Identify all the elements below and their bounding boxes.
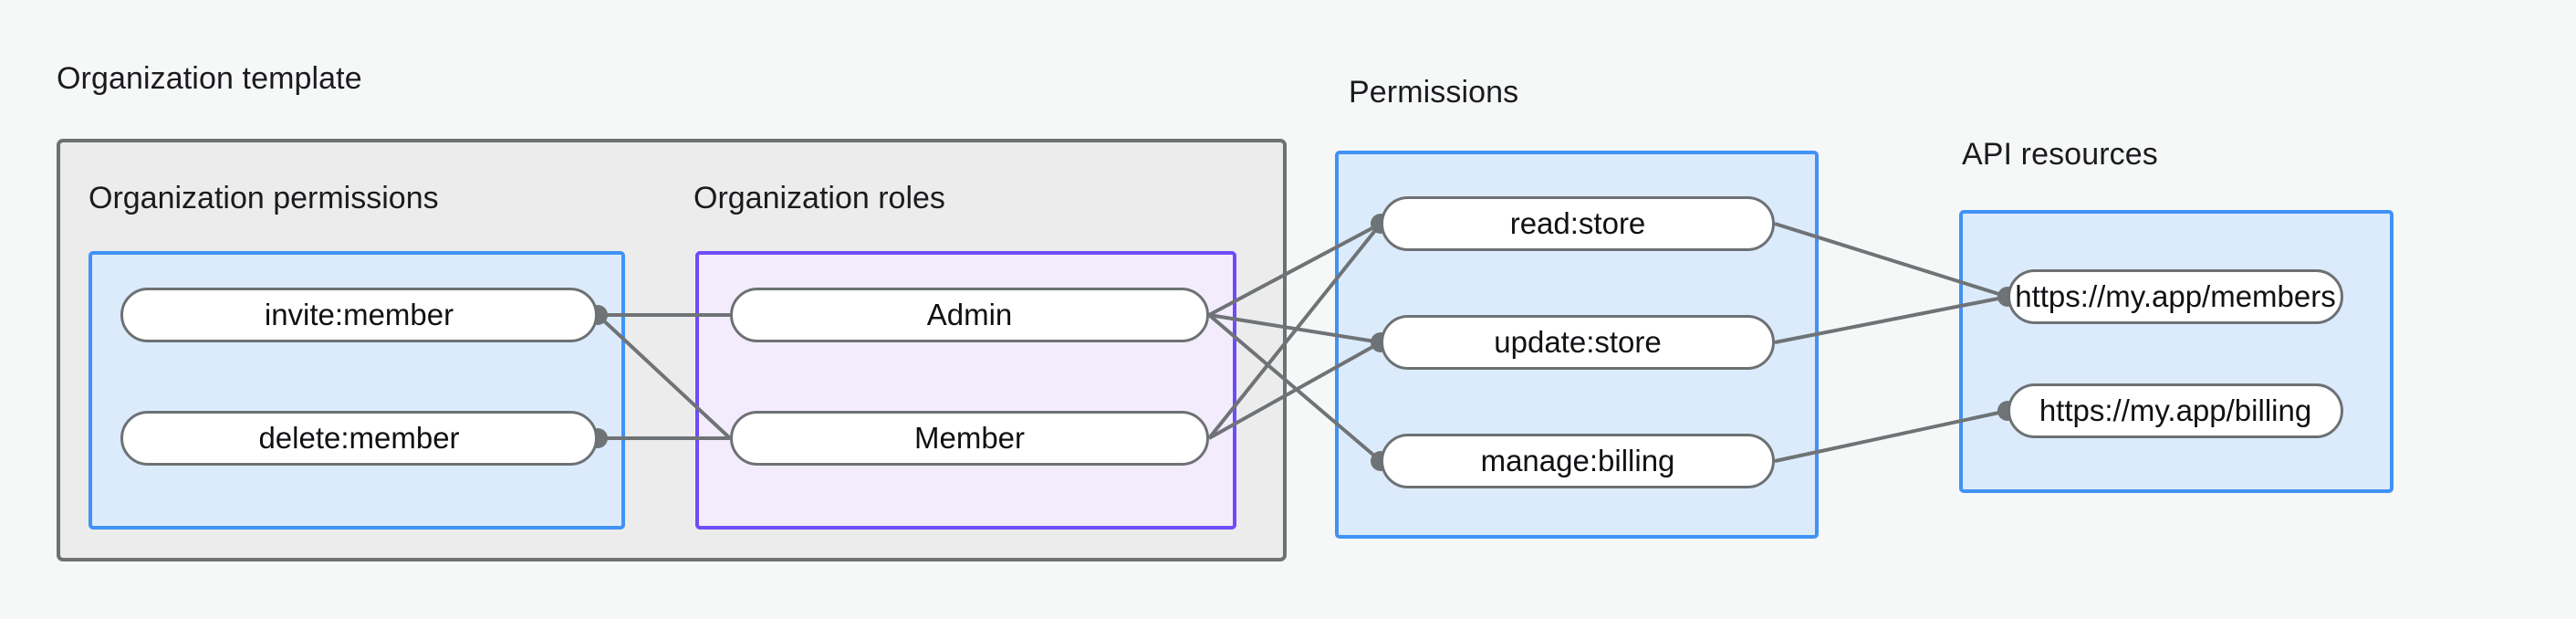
organization-template-label: Organization template bbox=[57, 61, 362, 96]
node-member[interactable]: Member bbox=[730, 411, 1209, 466]
node-update-store-label: update:store bbox=[1494, 325, 1662, 359]
organization-roles-label: Organization roles bbox=[694, 181, 945, 215]
node-manage-billing-label: manage:billing bbox=[1480, 444, 1675, 477]
node-read-store[interactable]: read:store bbox=[1381, 196, 1775, 251]
node-invite-member-label: invite:member bbox=[264, 298, 454, 331]
organization-permissions-label: Organization permissions bbox=[89, 181, 439, 215]
node-member-label: Member bbox=[913, 421, 1026, 455]
node-update-store[interactable]: update:store bbox=[1381, 315, 1775, 370]
node-members-url[interactable]: https://my.app/members bbox=[2008, 269, 2343, 324]
permissions-label: Permissions bbox=[1349, 75, 1519, 110]
node-delete-member-label: delete:member bbox=[258, 421, 460, 455]
api-resources-label: API resources bbox=[1962, 137, 2158, 172]
node-admin-label: Admin bbox=[926, 298, 1013, 331]
node-members-url-label: https://my.app/members bbox=[2015, 279, 2336, 313]
node-read-store-label: read:store bbox=[1509, 206, 1646, 240]
node-admin[interactable]: Admin bbox=[730, 288, 1209, 342]
node-billing-url-label: https://my.app/billing bbox=[2039, 393, 2312, 427]
node-invite-member[interactable]: invite:member bbox=[120, 288, 598, 342]
node-manage-billing[interactable]: manage:billing bbox=[1381, 434, 1775, 488]
node-billing-url[interactable]: https://my.app/billing bbox=[2008, 383, 2343, 438]
node-delete-member[interactable]: delete:member bbox=[120, 411, 598, 466]
api-resources-container bbox=[1959, 210, 2393, 493]
